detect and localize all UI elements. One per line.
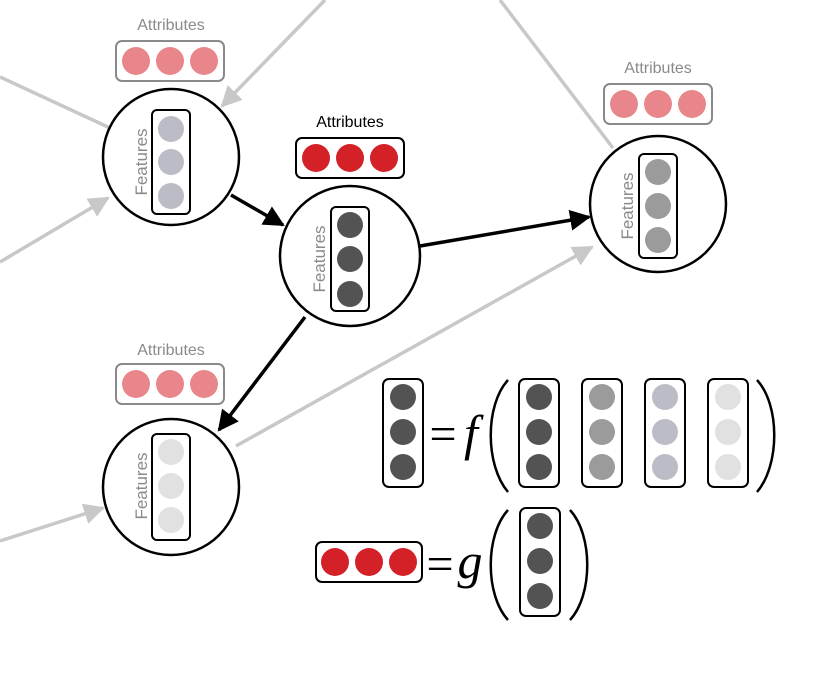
- features-label: Features: [132, 452, 151, 519]
- feature-dot: [527, 548, 553, 574]
- function-f: f: [464, 405, 484, 461]
- attribute-dot: [190, 47, 218, 75]
- feature-dot: [715, 419, 741, 445]
- feature-dot: [390, 384, 416, 410]
- feature-dot: [158, 116, 184, 142]
- feature-dot: [715, 454, 741, 480]
- feature-dot: [645, 159, 671, 185]
- edge-black-center-to-right: [419, 209, 592, 248]
- attribute-dot: [156, 370, 184, 398]
- feature-dot: [652, 454, 678, 480]
- node-center: Features Attributes: [278, 114, 422, 328]
- feature-dot: [645, 227, 671, 253]
- feature-dot: [337, 246, 363, 272]
- attributes-label: Attributes: [137, 342, 205, 359]
- node-right: Features Attributes: [588, 60, 728, 274]
- node-bottom-left: Features Attributes: [101, 342, 241, 557]
- attribute-dot: [190, 370, 218, 398]
- edge-gray-in-topleft-from-top: [220, 0, 327, 108]
- attribute-dot: [336, 144, 364, 172]
- feature-dot: [158, 439, 184, 465]
- attribute-dot: [644, 90, 672, 118]
- attributes-label: Attributes: [316, 114, 384, 131]
- equals-sign: =: [429, 408, 456, 461]
- feature-dot: [526, 454, 552, 480]
- edge-black-center-to-bottomleft: [217, 315, 307, 432]
- attribute-dot: [156, 47, 184, 75]
- attribute-dot: [370, 144, 398, 172]
- feature-dot: [158, 183, 184, 209]
- right-paren: [569, 509, 589, 621]
- feature-dot: [158, 149, 184, 175]
- feature-dot: [652, 419, 678, 445]
- feature-dot: [527, 583, 553, 609]
- feature-dot: [158, 473, 184, 499]
- feature-dot: [158, 507, 184, 533]
- feature-dot: [390, 454, 416, 480]
- black-edges: [217, 193, 592, 432]
- attribute-dot: [122, 47, 150, 75]
- features-label: Features: [132, 128, 151, 195]
- attribute-dot: [302, 144, 330, 172]
- feature-dot: [526, 419, 552, 445]
- attributes-label: Attributes: [137, 17, 205, 34]
- equation-attribute-decode: = g: [315, 507, 589, 621]
- feature-dot: [715, 384, 741, 410]
- attribute-dot: [122, 370, 150, 398]
- attribute-dot: [321, 548, 349, 576]
- gray-edges: [0, 0, 615, 543]
- function-g: g: [458, 533, 483, 589]
- attribute-dot: [678, 90, 706, 118]
- right-paren: [756, 379, 776, 493]
- attribute-dot: [389, 548, 417, 576]
- feature-dot: [589, 454, 615, 480]
- feature-dot: [652, 384, 678, 410]
- features-label: Features: [618, 172, 637, 239]
- left-paren: [489, 379, 509, 493]
- edge-gray-in-topleft-from-left: [0, 196, 110, 264]
- attribute-dot: [610, 90, 638, 118]
- left-paren: [489, 509, 509, 621]
- feature-dot: [589, 419, 615, 445]
- attribute-dot: [355, 548, 383, 576]
- feature-dot: [527, 513, 553, 539]
- edge-gray-bottomleft-to-right: [235, 245, 594, 448]
- node-top-left: Features Attributes: [101, 17, 241, 227]
- feature-dot: [337, 281, 363, 307]
- equation-feature-update: = f: [382, 378, 776, 493]
- feature-dot: [337, 212, 363, 238]
- feature-dot: [526, 384, 552, 410]
- edge-gray-right-to-top: [498, 0, 615, 150]
- attributes-label: Attributes: [624, 60, 692, 77]
- edge-gray-in-bottomleft-from-left: [0, 503, 105, 543]
- feature-dot: [589, 384, 615, 410]
- feature-dot: [645, 193, 671, 219]
- edge-gray-topleft-to-left: [0, 75, 111, 130]
- features-label: Features: [310, 225, 329, 292]
- equals-sign: =: [426, 538, 453, 591]
- feature-dot: [390, 419, 416, 445]
- edge-black-topleft-to-center: [230, 193, 285, 227]
